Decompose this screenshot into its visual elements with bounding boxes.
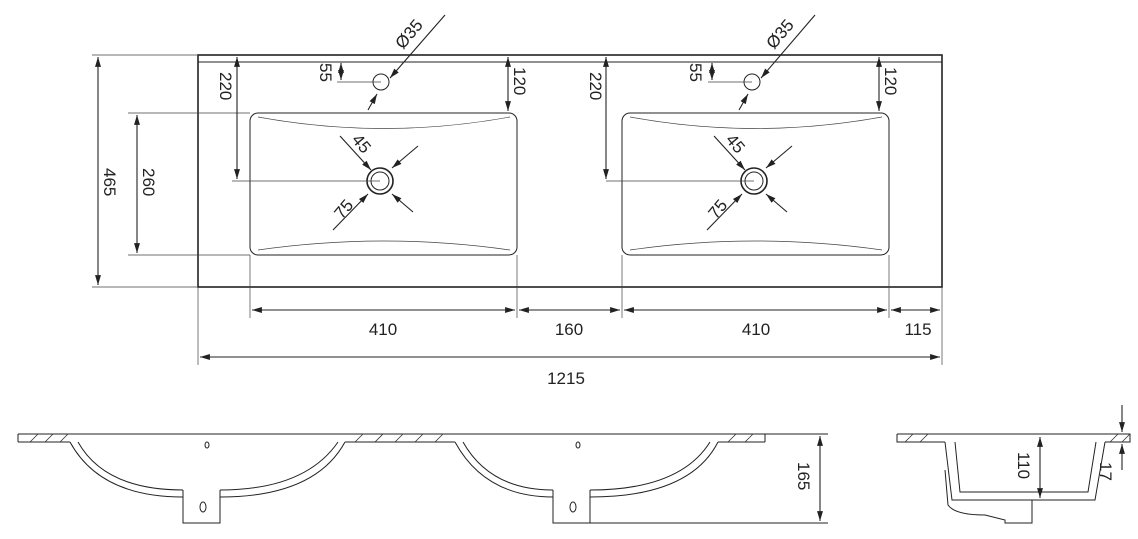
dim-top-thickness: 17: [1096, 462, 1115, 481]
dim-basin-width-left: 410: [369, 320, 397, 339]
basin-right-dims: 220 55 120 Ø35 45 75: [586, 14, 900, 231]
dim-side-margin: 115: [904, 320, 931, 339]
dim-drain-offset: 220: [586, 72, 605, 100]
dim-total-depth: 465: [100, 168, 119, 196]
dim-drain-inner: 45: [722, 130, 749, 157]
plan-view: 465 260 220 55 120 Ø35 45 75 220 55 120 …: [92, 14, 943, 388]
front-section-view: 165: [17, 433, 828, 524]
basin-left: [249, 73, 518, 256]
dim-basin-gap: 160: [555, 320, 583, 339]
dim-basin-depth: 260: [139, 168, 158, 196]
dim-basin-inner-depth: 110: [1014, 452, 1033, 479]
dim-drain-outer: 75: [331, 196, 358, 223]
dim-tap-offset: 55: [686, 63, 705, 82]
side-section-view: 110 17: [896, 405, 1131, 524]
dim-tap-offset: 55: [316, 63, 335, 82]
dim-drain-inner: 45: [348, 130, 375, 157]
basin-right: [621, 73, 890, 256]
dim-drain-outer: 75: [705, 196, 732, 223]
dim-tap-hole-diameter: Ø35: [392, 16, 427, 53]
countertop-outline: [197, 54, 943, 288]
dim-back-to-basin: 120: [510, 67, 529, 95]
dim-overall-height: 165: [794, 462, 813, 490]
dim-total-width: 1215: [547, 369, 585, 388]
dim-basin-width-right: 410: [742, 320, 770, 339]
dim-back-to-basin: 120: [881, 67, 900, 95]
basin-left-dims: 220 55 120 Ø35 45 75: [216, 14, 529, 231]
dim-tap-hole-diameter: Ø35: [763, 16, 798, 53]
dim-drain-offset: 220: [216, 72, 235, 100]
